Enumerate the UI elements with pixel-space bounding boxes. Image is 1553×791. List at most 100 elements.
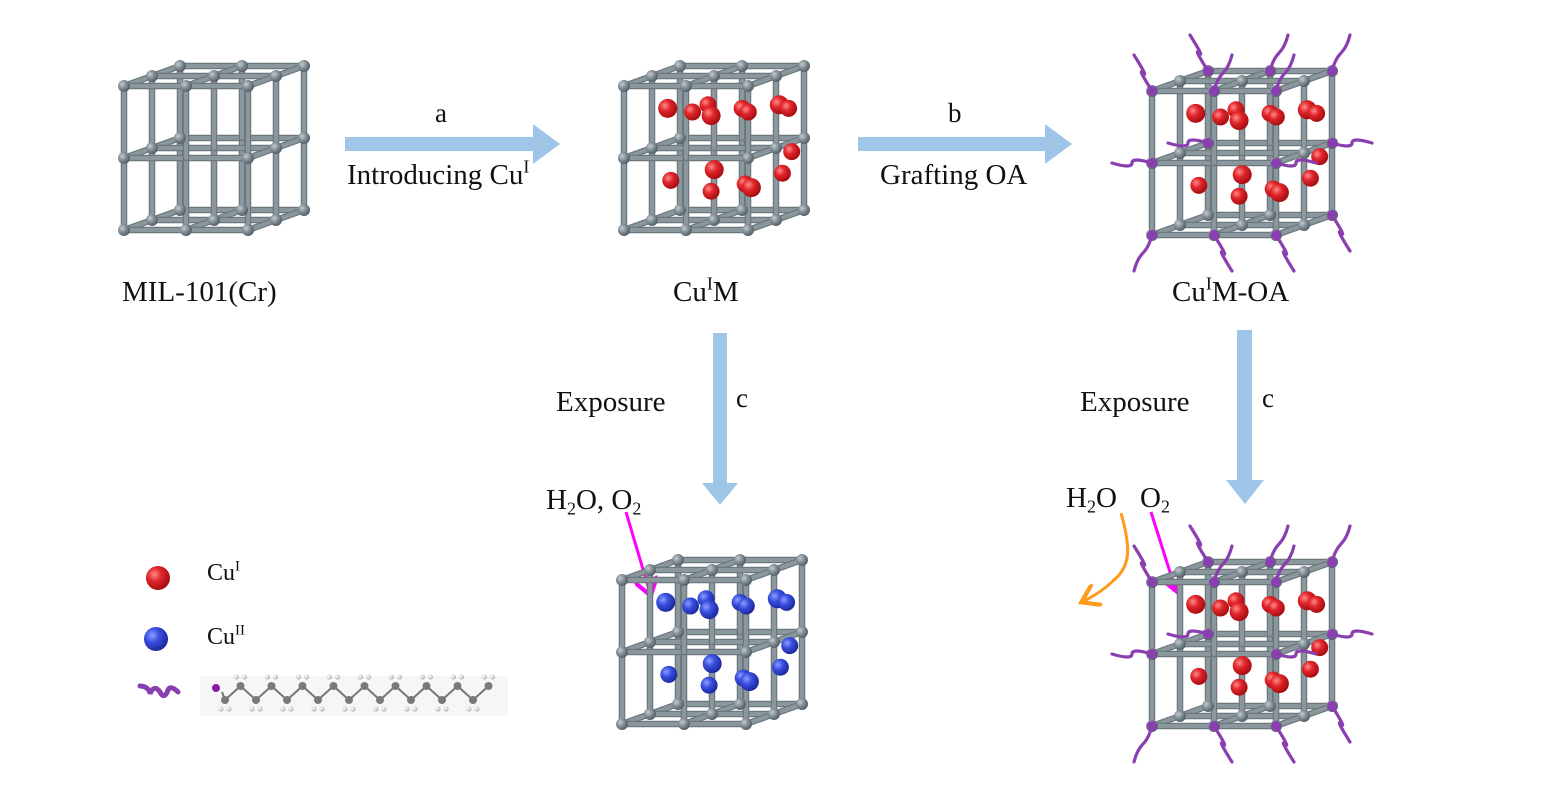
cu1-ion [1301, 169, 1319, 187]
oa-anchor [1271, 158, 1281, 168]
frame-node [236, 204, 248, 216]
cuim-tail: M [712, 276, 739, 308]
oa-anchor [1265, 66, 1275, 76]
frame-node [1174, 219, 1186, 231]
oa-anchor [1147, 649, 1157, 659]
cage-cuim [618, 60, 810, 236]
hydrogen-atom [373, 706, 379, 712]
reagent-label-left: H2O, O2 [546, 486, 641, 518]
hydrogen-atom [489, 674, 496, 680]
frame-node [678, 718, 690, 730]
oa-chain [1274, 724, 1296, 764]
oa-anchor [1147, 577, 1157, 587]
arrow-c-left-shape [702, 333, 738, 505]
hydrogen-atom [264, 674, 271, 680]
o2-o: O [1140, 482, 1161, 514]
cu1-ion [684, 103, 701, 121]
oa-anchor [1271, 649, 1281, 659]
cu1-ion [1269, 183, 1289, 203]
step-label-b: b [948, 98, 962, 128]
frame-node [740, 646, 752, 658]
legend-cu2-label: CuII [207, 623, 245, 651]
frame-node [242, 80, 254, 92]
frame-node [1174, 566, 1186, 578]
oa-chain [1330, 33, 1352, 73]
hydrogen-atom [427, 674, 434, 680]
oa-chain [1212, 53, 1234, 93]
frame-node [618, 152, 630, 164]
hydrogen-atom [388, 674, 395, 680]
oa-chain [1274, 158, 1318, 168]
hydrogen-atom [226, 706, 232, 712]
oa-anchor [1203, 629, 1213, 639]
oa-anchor [1327, 629, 1337, 639]
frame-node [118, 80, 130, 92]
cu2-ion [682, 597, 699, 615]
cu1-ion [739, 103, 757, 121]
frame-node [616, 574, 628, 586]
cu2-ion [702, 654, 722, 674]
hydrogen-atom [357, 674, 364, 680]
hydrogen-atom [218, 706, 224, 712]
frame-node [798, 132, 810, 144]
cu1-ion [1186, 594, 1206, 614]
frame-node [672, 626, 684, 638]
frame-node [708, 70, 720, 82]
frame-node [180, 224, 192, 236]
oa-chain [1188, 33, 1210, 73]
hydrogen-atom [319, 706, 325, 712]
cu2-ion [771, 658, 789, 676]
frame-node [1264, 209, 1276, 221]
node-label-cuim: CuIM [673, 274, 739, 308]
frame-node [1174, 147, 1186, 159]
frame-node [1202, 209, 1214, 221]
frame-node [736, 204, 748, 216]
cu1-ion [662, 171, 680, 189]
cu1-ion [741, 178, 761, 198]
legend-cu2-sphere [144, 627, 168, 651]
frame-node [1264, 700, 1276, 712]
frame-node [208, 214, 220, 226]
cu1-ion [704, 160, 724, 180]
cu1-ion [780, 99, 798, 117]
step-text-exposure-right: Exposure [1080, 386, 1190, 418]
oa-anchor [1209, 721, 1219, 731]
oa-anchor [1327, 557, 1337, 567]
frame-node [146, 142, 158, 154]
frame-node [646, 142, 658, 154]
step-text-grafting: Grafting OA [880, 159, 1028, 191]
carbon-atom [484, 682, 493, 690]
frame-node [1298, 638, 1310, 650]
frame-node [174, 60, 186, 72]
oa-anchor [1271, 230, 1281, 240]
frame-node [740, 574, 752, 586]
frame-node [736, 60, 748, 72]
cage-mil [118, 60, 310, 236]
hydrogen-atom [342, 706, 348, 712]
frame-node [174, 132, 186, 144]
hydrogen-atom [450, 674, 457, 680]
frame-node [118, 152, 130, 164]
oa-anchor [1209, 86, 1219, 96]
oa-chain [1132, 544, 1154, 584]
hydrogen-atom [443, 706, 449, 712]
frame-node [1174, 638, 1186, 650]
cu1-ion [1311, 639, 1329, 657]
cu1-ion [1229, 602, 1249, 622]
cu1-ion [1212, 599, 1229, 617]
oa-chain [1110, 158, 1154, 168]
cu1-ion [702, 182, 720, 200]
oa-chain [1166, 138, 1210, 148]
node-label-mil101: MIL-101(Cr) [122, 276, 277, 308]
oa-anchor [1147, 158, 1157, 168]
hydrogen-atom [381, 706, 387, 712]
hydrogen-atom [334, 674, 341, 680]
node-label-cuim-oa: CuIM-OA [1172, 274, 1289, 307]
oa-anchor [1209, 577, 1219, 587]
frame-node [298, 204, 310, 216]
frame-node [1236, 566, 1248, 578]
frame-node [180, 80, 192, 92]
oa-anchor [1327, 138, 1337, 148]
hydrogen-atom [233, 674, 240, 680]
legend-cu1-sup: I [235, 558, 240, 575]
